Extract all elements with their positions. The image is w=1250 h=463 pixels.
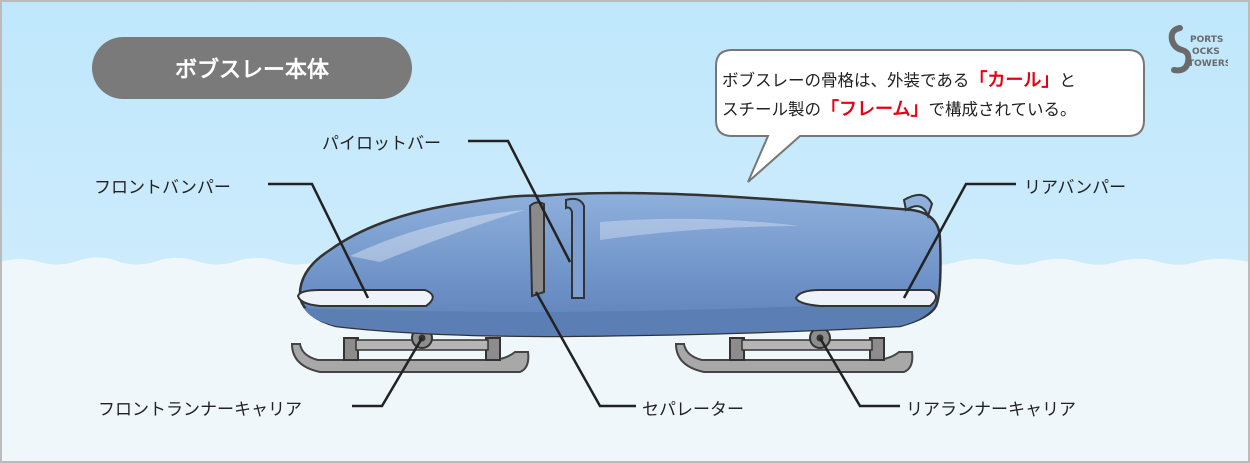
callout-line-2: スチール製の「フレーム」で構成されている。 xyxy=(722,95,1142,124)
label-rear-runner-carrier: リアランナーキャリア xyxy=(906,400,1076,420)
callout-line1-tail: と xyxy=(1059,71,1076,90)
callout-highlight-frame: 「フレーム」 xyxy=(821,99,929,120)
svg-text:TOWERS: TOWERS xyxy=(1188,59,1228,69)
rear-push-handle xyxy=(902,193,934,219)
label-separator: セパレーター xyxy=(642,400,744,420)
leader-pilot-bar xyxy=(468,139,572,263)
separator-edge xyxy=(565,197,585,299)
leader-separator xyxy=(534,291,636,408)
pilot-bar-shape xyxy=(528,201,545,298)
callout-line2-tail: で構成されている。 xyxy=(928,100,1077,119)
callout-text: ボブスレーの骨格は、外装である「カール」と スチール製の「フレーム」で構成されて… xyxy=(722,66,1142,124)
rear-carrier-bar xyxy=(741,339,873,351)
label-rear-bumper: リアバンパー xyxy=(1024,178,1127,198)
front-runner xyxy=(290,343,530,373)
callout-highlight-curl: 「カール」 xyxy=(969,70,1060,91)
callout-bubble xyxy=(715,49,1145,183)
svg-text:PORTS: PORTS xyxy=(1190,35,1223,45)
label-front-runner-carrier: フロントランナーキャリア xyxy=(98,400,302,420)
leader-front-runner-carrier xyxy=(352,337,424,408)
body-highlight-1 xyxy=(350,210,525,262)
callout-line-1: ボブスレーの骨格は、外装である「カール」と xyxy=(722,66,1142,95)
rear-bumper-shape xyxy=(794,289,937,307)
callout-line2-text: スチール製の xyxy=(722,100,821,119)
body-highlight-2 xyxy=(600,218,800,240)
title-pill: ボブスレー本体 xyxy=(92,37,412,99)
diagram-title: ボブスレー本体 xyxy=(174,58,329,83)
callout-line1-text: ボブスレーの骨格は、外装である xyxy=(722,71,970,90)
leader-rear-bumper xyxy=(902,182,1016,299)
label-front-bumper: フロントバンパー xyxy=(94,178,231,198)
label-pilot-bar: パイロットバー xyxy=(322,134,441,154)
rear-runner xyxy=(674,343,914,373)
sports-socks-towers-logo: PORTS OCKS TOWERS xyxy=(1168,25,1228,74)
front-bumper-shape xyxy=(296,289,434,307)
sled-body-lower-band xyxy=(304,300,936,336)
leader-front-bumper xyxy=(268,182,370,299)
svg-text:OCKS: OCKS xyxy=(1192,47,1220,57)
leader-rear-runner-carrier xyxy=(818,337,900,408)
